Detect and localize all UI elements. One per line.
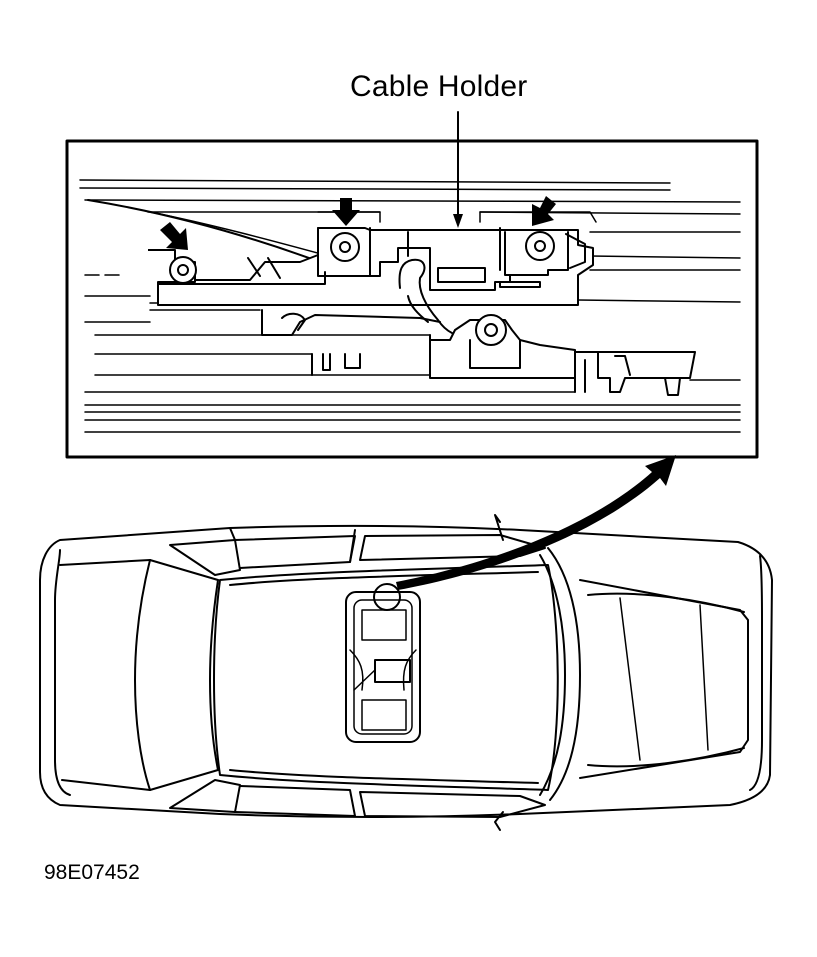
arrow-diagonal-icon — [160, 222, 188, 250]
arrow-down-icon — [332, 198, 360, 226]
locator-arrow — [396, 455, 676, 590]
vehicle-top-view — [39, 514, 773, 831]
mounting-screws — [169, 231, 555, 346]
screw-middle — [330, 232, 360, 262]
detail-location-circle — [373, 583, 401, 611]
cable-clip — [398, 258, 453, 334]
side-window — [169, 539, 241, 576]
rear-window-outline — [134, 559, 151, 791]
sunroof-cable — [87, 199, 321, 263]
detail-inset — [65, 139, 759, 459]
windshield-outline — [547, 547, 581, 801]
screw-arrows — [160, 196, 556, 250]
arrow-diagonal-icon — [532, 196, 556, 226]
vehicle-body-outline — [39, 524, 773, 818]
callout-label: Cable Holder — [350, 70, 528, 103]
roof-panel — [213, 564, 559, 791]
detail-frame — [65, 139, 759, 459]
sunroof-opening — [345, 591, 421, 743]
side-window — [169, 779, 241, 813]
lower-guide-bracket — [261, 309, 696, 396]
screw-left — [169, 256, 197, 284]
screw-right — [525, 231, 555, 261]
figure-id: 98E07452 — [44, 861, 140, 884]
guide-pivot — [475, 314, 507, 346]
